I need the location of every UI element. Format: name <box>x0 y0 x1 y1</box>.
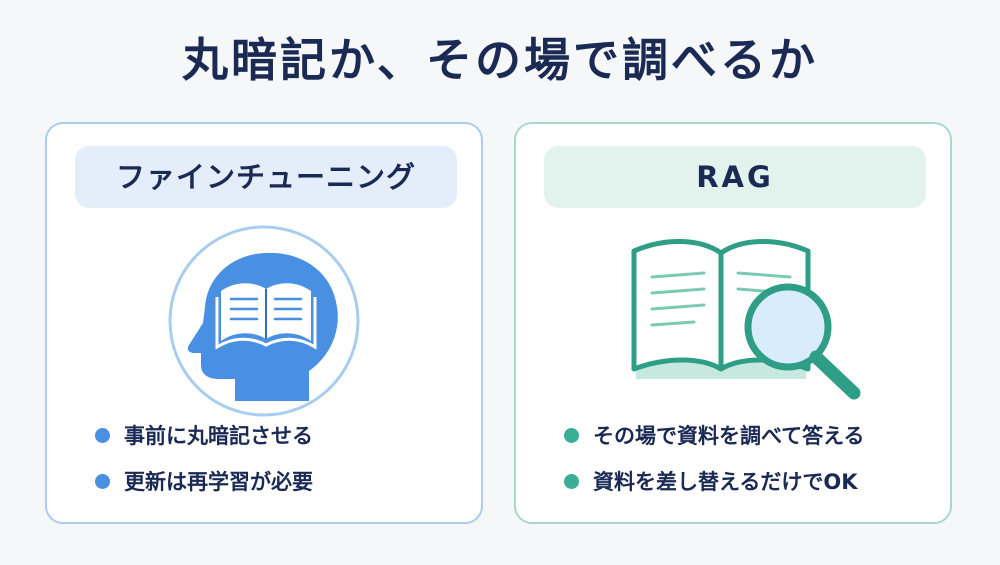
fine-tuning-heading: ファインチューニング <box>75 146 457 208</box>
list-item: その場で資料を調べて答える <box>564 422 865 448</box>
bullet-text: 事前に丸暗記させる <box>124 424 313 448</box>
bullet-dot-icon <box>564 473 579 489</box>
bullet-dot-icon <box>564 427 579 443</box>
list-item: 事前に丸暗記させる <box>95 422 313 448</box>
rag-bullets: その場で資料を調べて答える 資料を差し替えるだけでOK <box>564 422 865 514</box>
list-item: 更新は再学習が必要 <box>95 468 313 494</box>
page-title: 丸暗記か、その場で調べるか <box>181 33 819 87</box>
bullet-text: その場で資料を調べて答える <box>593 424 865 448</box>
rag-panel: RAG その場で資料を調べて答える 資料を差し替えるだけでOK <box>514 122 952 524</box>
bullet-dot-icon <box>95 473 110 489</box>
fine-tuning-bullets: 事前に丸暗記させる 更新は再学習が必要 <box>95 422 313 514</box>
rag-heading: RAG <box>544 146 926 208</box>
bullet-text: 更新は再学習が必要 <box>124 470 313 494</box>
open-book-with-magnifier-icon <box>631 239 861 400</box>
head-with-book-icon <box>168 225 360 417</box>
bullet-text: 資料を差し替えるだけでOK <box>593 470 858 494</box>
fine-tuning-panel: ファインチューニング 事前に丸暗記させる 更新は再学習が必要 <box>45 122 483 524</box>
list-item: 資料を差し替えるだけでOK <box>564 468 865 494</box>
bullet-dot-icon <box>95 427 110 443</box>
